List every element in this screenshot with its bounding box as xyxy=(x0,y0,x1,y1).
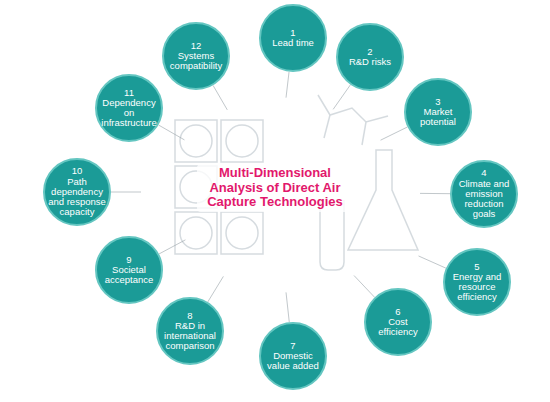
dimension-label: R&D in international comparison xyxy=(161,321,219,352)
molecule xyxy=(324,115,330,138)
spoke-line xyxy=(158,125,184,140)
fan-blade xyxy=(180,125,212,157)
dimension-number: 8 xyxy=(161,311,219,321)
dimension-label: Domestic value added xyxy=(264,351,322,372)
fan-unit xyxy=(175,212,217,254)
diagram-title: Multi-Dimensional Analysis of Direct Air… xyxy=(197,164,353,213)
dimension-number: 9 xyxy=(100,255,158,265)
flask xyxy=(348,150,418,250)
spoke-line xyxy=(419,256,446,268)
spoke-line xyxy=(159,240,185,254)
dimension-circle: 3Market potential xyxy=(404,78,472,146)
dimension-number: 6 xyxy=(369,307,427,317)
dimension-number: 1 xyxy=(264,28,322,38)
dimension-circle: 7Domestic value added xyxy=(259,322,327,390)
dimension-number: 4 xyxy=(455,168,513,178)
fan-unit xyxy=(221,212,263,254)
spoke-line xyxy=(111,192,141,193)
fan-unit xyxy=(175,120,217,162)
fan-blade xyxy=(180,217,212,249)
dimension-circle: 5Energy and resource efficiency xyxy=(443,248,511,316)
dimension-label: Market potential xyxy=(409,107,467,128)
dimension-circle: 2R&D risks xyxy=(336,23,404,91)
dimension-circle: 12Systems compatibility xyxy=(162,22,230,90)
dimension-label: Path dependency and response capacity xyxy=(48,177,106,218)
dimension-label: Cost efficiency xyxy=(369,317,427,338)
dimension-circle: 10Path dependency and response capacity xyxy=(43,158,111,226)
dimension-circle: 8R&D in international comparison xyxy=(156,297,224,365)
spoke-line xyxy=(420,193,450,194)
dimension-circle: 9Societal acceptance xyxy=(95,236,163,304)
dimension-number: 5 xyxy=(448,262,506,272)
spoke-line xyxy=(208,276,224,302)
fan-blade xyxy=(226,125,258,157)
dimension-number: 7 xyxy=(264,341,322,351)
dimension-circle: 4Climate and emission reduction goals xyxy=(450,160,518,228)
spoke-line xyxy=(354,276,375,298)
molecule xyxy=(362,122,366,145)
dimension-label: Societal acceptance xyxy=(100,265,158,286)
dimension-label: Lead time xyxy=(264,38,322,48)
spoke-line xyxy=(286,292,289,322)
fan-blade xyxy=(226,217,258,249)
dimension-circle: 6Cost efficiency xyxy=(364,288,432,356)
dimension-label: Climate and emission reduction goals xyxy=(455,179,513,220)
dimension-label: R&D risks xyxy=(341,57,399,67)
dimension-number: 2 xyxy=(341,47,399,57)
spoke-line xyxy=(286,72,289,98)
spoke-line xyxy=(333,85,350,110)
spoke-line xyxy=(381,127,408,140)
dimension-number: 3 xyxy=(409,97,467,107)
dimension-number: 11 xyxy=(100,88,158,98)
dimension-circle: 1Lead time xyxy=(259,4,327,72)
fan-unit xyxy=(221,120,263,162)
dimension-circle: 11Dependency on infrastructure xyxy=(95,74,163,142)
dimension-number: 10 xyxy=(48,166,106,176)
spoke-line xyxy=(213,85,227,109)
dimension-label: Energy and resource efficiency xyxy=(448,272,506,303)
dimension-label: Dependency on infrastructure xyxy=(100,98,158,129)
dimension-label: Systems compatibility xyxy=(167,51,225,72)
dimension-number: 12 xyxy=(167,41,225,51)
